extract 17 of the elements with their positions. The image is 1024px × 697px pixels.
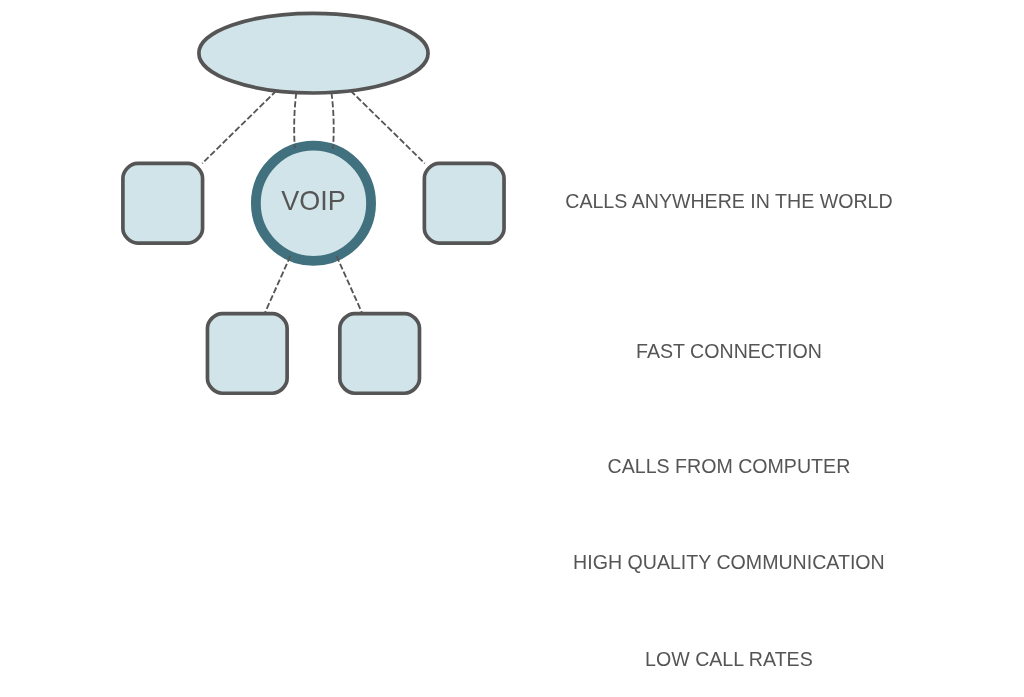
node-box: [205, 311, 289, 396]
connector: [330, 91, 335, 150]
label: CALLS FROM COMPUTER: [607, 454, 851, 477]
connector: [293, 91, 298, 150]
label: HIGH QUALITY COMMUNICATION: [573, 551, 885, 574]
connector: [335, 255, 364, 315]
label: FAST CONNECTION: [636, 340, 822, 363]
node-circle: VOIP: [250, 140, 376, 266]
node-box: [338, 311, 422, 396]
label: LOW CALL RATES: [645, 648, 813, 671]
node-cloud: [197, 11, 430, 95]
label: CALLS ANYWHERE IN THE WORLD: [565, 189, 893, 212]
node-box: [422, 161, 506, 245]
connector: [263, 255, 292, 315]
connector: [349, 89, 426, 165]
connector: [201, 89, 278, 165]
node-box: [121, 161, 205, 245]
